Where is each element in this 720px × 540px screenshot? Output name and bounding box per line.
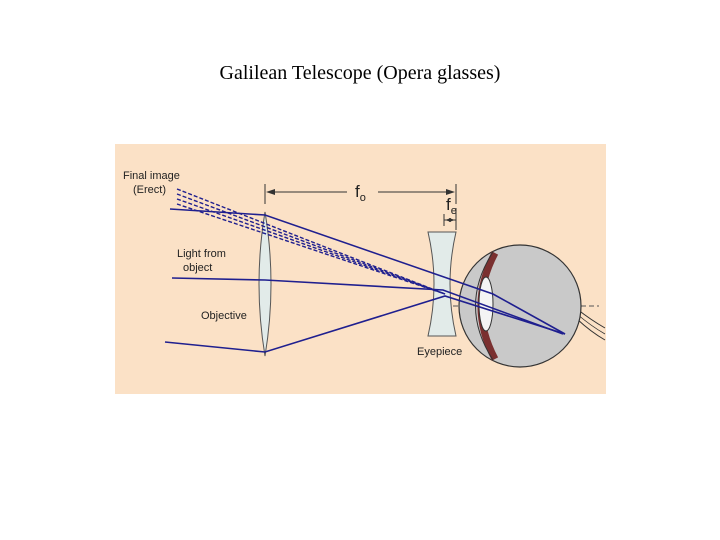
telescope-diagram-svg: fo fe [115, 144, 606, 394]
ray-lower [164, 295, 566, 353]
virtual-ray-3 [176, 198, 446, 295]
eyepiece-lens [427, 231, 457, 337]
focal-length-fo-dimension: fo [264, 182, 457, 204]
light-from-object-label-line1: Light from [177, 248, 226, 260]
telescope-diagram: fo fe [115, 144, 606, 394]
fe-label: fe [446, 195, 457, 217]
objective-label: Objective [201, 310, 247, 322]
fo-label: fo [355, 182, 366, 204]
light-rays [164, 188, 566, 353]
final-image-label-line2: (Erect) [133, 184, 166, 196]
virtual-ray-4 [176, 203, 446, 295]
eyeball [458, 244, 582, 368]
focal-length-fe-dimension: fe [443, 195, 457, 230]
objective-lens [258, 211, 272, 357]
ray-upper [169, 208, 566, 335]
ray-middle [171, 277, 564, 335]
slide-title: Galilean Telescope (Opera glasses) [219, 62, 501, 84]
final-image-label-line1: Final image [123, 170, 180, 182]
light-from-object-label-line2: object [183, 262, 212, 274]
eyepiece-label: Eyepiece [417, 346, 462, 358]
